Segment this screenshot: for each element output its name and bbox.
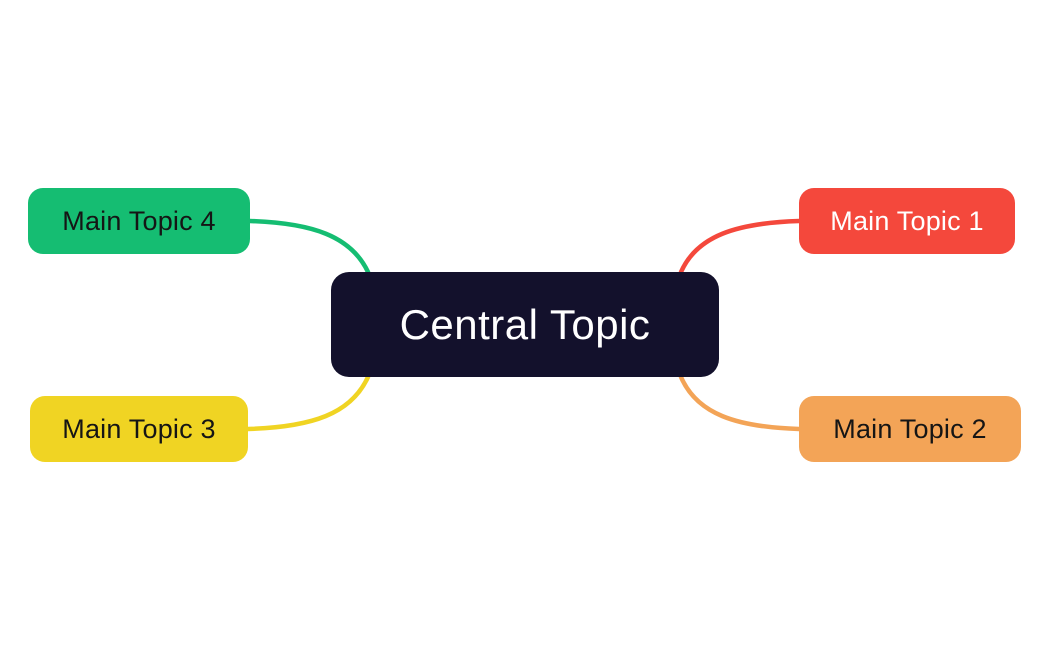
main-topic-2-node[interactable]: Main Topic 2 — [799, 396, 1021, 462]
main-topic-3-label: Main Topic 3 — [62, 413, 216, 444]
main-topic-4-label: Main Topic 4 — [62, 205, 216, 236]
central-topic-label: Central Topic — [399, 300, 651, 348]
connector-central-to-topic-1 — [678, 218, 802, 275]
connector-central-to-topic-2 — [678, 374, 802, 432]
connector-central-to-topic-3 — [245, 374, 371, 432]
connector-central-to-topic-4 — [247, 218, 371, 275]
main-topic-2-label: Main Topic 2 — [833, 413, 987, 444]
main-topic-4-node[interactable]: Main Topic 4 — [28, 188, 250, 254]
main-topic-1-label: Main Topic 1 — [830, 205, 984, 236]
main-topic-1-node[interactable]: Main Topic 1 — [799, 188, 1015, 254]
main-topic-3-node[interactable]: Main Topic 3 — [30, 396, 248, 462]
central-topic-node[interactable]: Central Topic — [331, 272, 719, 377]
